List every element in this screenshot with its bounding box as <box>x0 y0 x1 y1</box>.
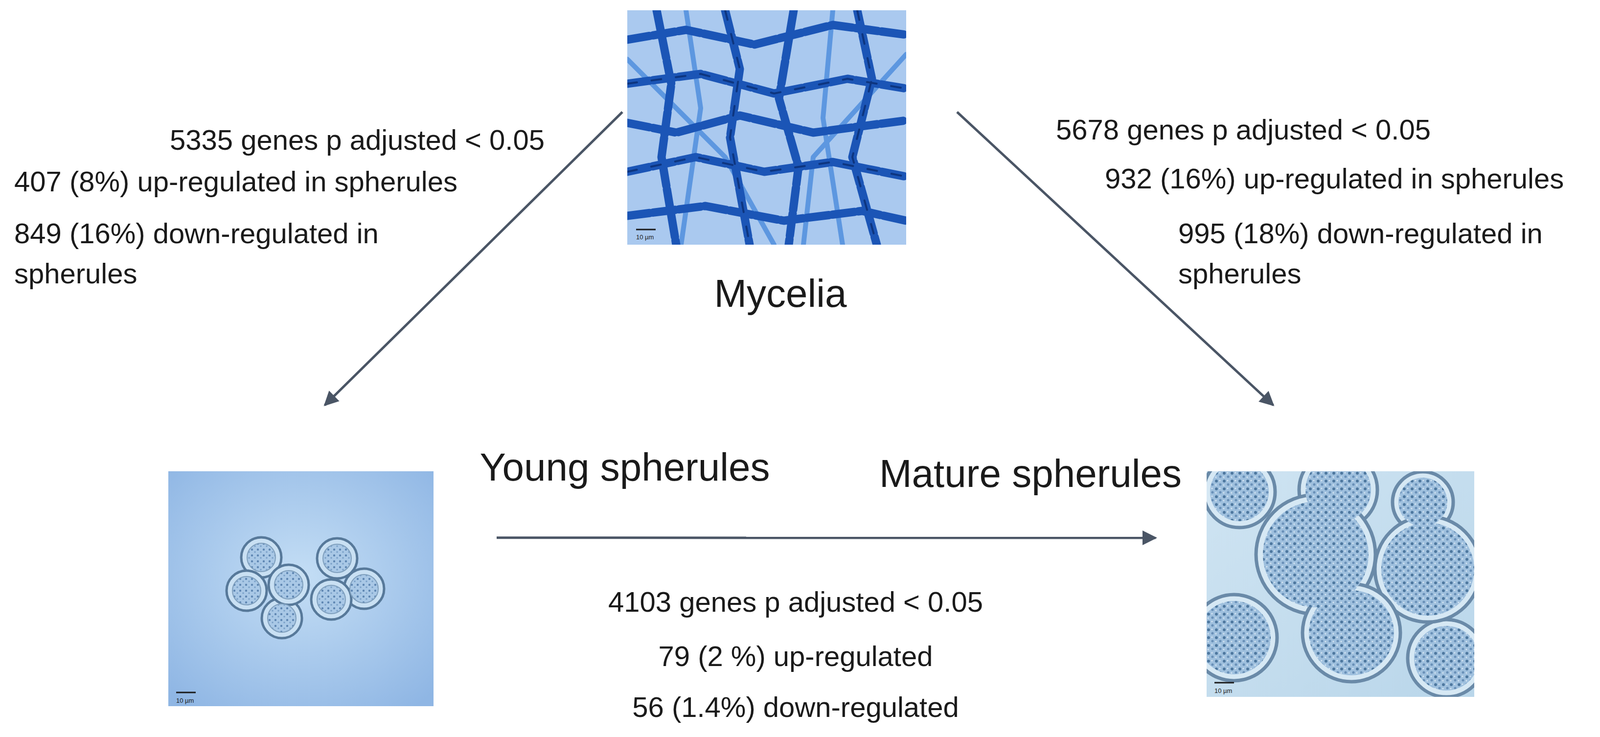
gene-count-label: 4103 genes p adjusted < 0.05 <box>608 581 983 622</box>
gene-count-label: 932 (16%) up-regulated in spherules <box>1104 158 1564 199</box>
transition-arrow <box>324 112 623 406</box>
young-spherules-micrograph <box>168 471 434 707</box>
scale-bar-label: 10 µm <box>176 696 194 705</box>
gene-count-label: 849 (16%) down-regulated in spherules <box>14 213 431 294</box>
scale-bar-label: 10 µm <box>1214 686 1233 695</box>
gene-count-label: 5335 genes p adjusted < 0.05 <box>169 119 545 160</box>
gene-count-label: 5678 genes p adjusted < 0.05 <box>1055 109 1431 150</box>
stage-label: Mycelia <box>713 270 847 318</box>
transition-arrow <box>496 536 1156 539</box>
scale-bar-label: 10 µm <box>636 233 654 242</box>
micrograph-node: Young spherules <box>168 471 434 707</box>
micrograph-node: Mature spherules <box>1206 471 1475 697</box>
gene-count-label: 995 (18%) down-regulated in spherules <box>1178 213 1595 294</box>
mycelia-micrograph <box>627 10 907 245</box>
stage-label: Mature spherules <box>879 450 1182 498</box>
gene-count-label: 56 (1.4%) down-regulated <box>632 686 959 728</box>
stage-label: Young spherules <box>479 443 770 491</box>
gene-count-label: 79 (2 %) up-regulated <box>658 636 934 677</box>
micrograph-node: Mycelia <box>627 10 907 245</box>
gene-count-label: 407 (8%) up-regulated in spherules <box>14 161 458 202</box>
mature-spherules-micrograph <box>1206 471 1475 697</box>
